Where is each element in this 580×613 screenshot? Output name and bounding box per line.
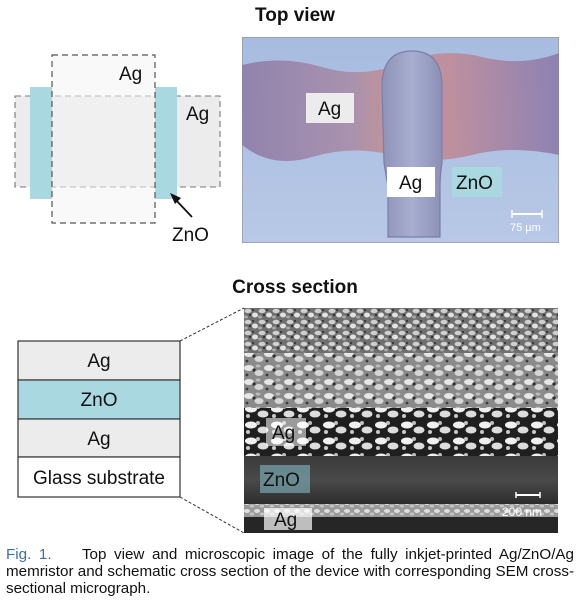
layer-ag-top (17, 340, 181, 381)
micrograph-label-zno: ZnO (456, 173, 493, 194)
zno-arrow-head (170, 193, 181, 204)
sem-label-box-ag-bottom (264, 508, 312, 530)
sem-label-zno: ZnO (263, 470, 300, 491)
top-ag-electrode (51, 54, 156, 224)
caption-text: Top view and microscopic image of the fu… (6, 546, 574, 597)
zoom-line-bottom (179, 496, 245, 534)
layer-glass-substrate (17, 456, 181, 498)
schematic-label-ag-right: Ag (186, 104, 209, 125)
cross-section-schematic: Ag ZnO Ag Glass substrate (17, 307, 245, 534)
schematic-label-zno: ZnO (172, 225, 209, 246)
scale-bar-label: 75 µm (510, 222, 541, 234)
figure-number: Fig. 1. (6, 546, 52, 563)
top-view-heading: Top view (255, 5, 335, 26)
micrograph-label-ag-center: Ag (399, 173, 422, 194)
sem-label-box-zno (260, 465, 310, 493)
layer-ag-bottom (17, 418, 181, 458)
figure-caption: Fig. 1. Top view and microscopic image o… (6, 546, 574, 597)
sem-label-box-ag-top (266, 418, 306, 446)
schematic-label-ag-top: Ag (119, 64, 142, 85)
sem-grains-far (244, 308, 558, 353)
zno-stripe-left (30, 87, 52, 199)
sem-scale-bar-label: 200 nm (502, 505, 542, 519)
top-view-schematic: Ag Ag ZnO (14, 54, 221, 246)
layer-label-glass: Glass substrate (33, 468, 165, 489)
zoom-line-top (179, 307, 245, 342)
layer-label-ag-bottom: Ag (87, 429, 110, 450)
label-box-zno (452, 167, 502, 197)
sem-grains-mid (244, 353, 558, 408)
layer-label-ag-top: Ag (87, 351, 110, 372)
label-box-ag-center (387, 167, 435, 197)
micrograph-ag-pillar (381, 50, 443, 238)
sem-label-ag-top: Ag (272, 423, 295, 444)
layer-zno (17, 379, 181, 420)
sem-label-ag-bottom: Ag (274, 510, 297, 531)
sem-substrate (244, 517, 558, 533)
sem-bottom-ag-layer (244, 504, 558, 517)
sem-micrograph: Ag ZnO Ag 200 nm (244, 308, 558, 533)
cross-section-heading: Cross section (232, 277, 358, 298)
label-box-ag-left (306, 93, 354, 123)
zno-stripe-right (155, 87, 177, 199)
top-view-micrograph: Ag Ag ZnO 75 µm (242, 37, 559, 243)
layer-label-zno: ZnO (81, 390, 118, 411)
micrograph-label-ag-left: Ag (318, 99, 341, 120)
